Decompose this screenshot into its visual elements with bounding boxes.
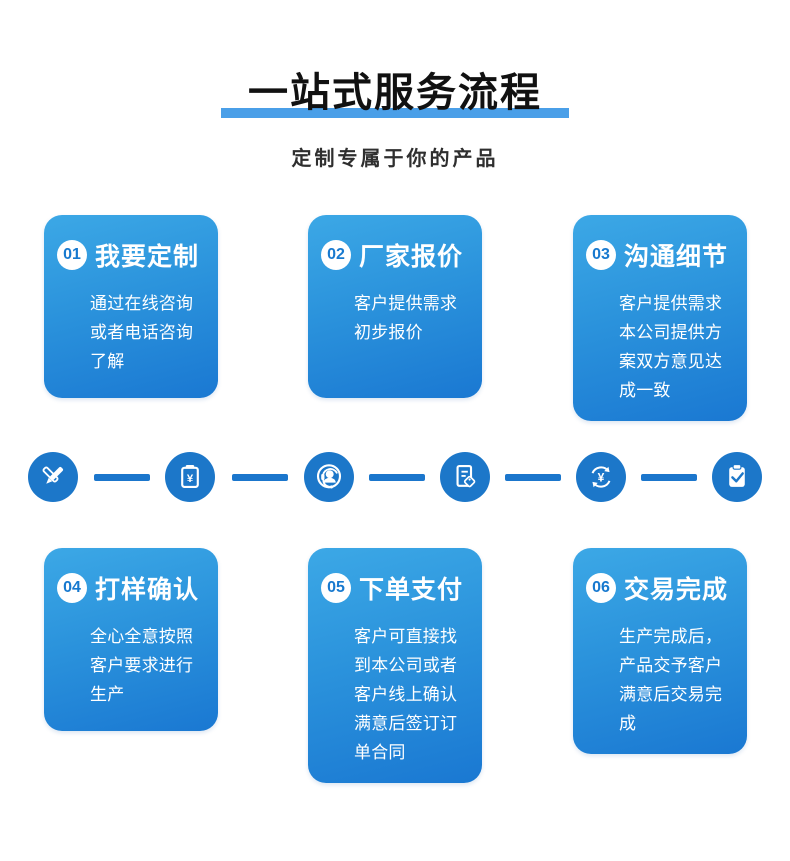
svg-text:¥: ¥ [187,473,194,485]
step-number-badge: 05 [321,573,351,603]
payment-exchange-icon: ¥ [576,452,626,502]
step-card-05: 05 下单支付 客户可直接找到本公司或者客户线上确认满意后签订订单合同 [308,548,482,783]
step-number-badge: 06 [586,573,616,603]
step-card-header: 01 我要定制 [57,237,206,273]
customer-service-icon [304,452,354,502]
step-number-badge: 02 [321,240,351,270]
step-number-badge: 03 [586,240,616,270]
quote-clipboard-icon: ¥ [165,452,215,502]
connector-line [505,474,561,481]
step-card-02: 02 厂家报价 客户提供需求初步报价 [308,215,482,398]
svg-text:¥: ¥ [598,470,605,484]
step-card-06: 06 交易完成 生产完成后，产品交予客户满意后交易完成 [573,548,747,754]
step-description: 全心全意按照客户要求进行生产 [90,627,194,704]
sample-document-icon [440,452,490,502]
step-card-header: 02 厂家报价 [321,237,470,273]
step-description: 通过在线咨询或者电话咨询了解 [90,294,194,371]
step-number-badge: 01 [57,240,87,270]
step-number-badge: 04 [57,573,87,603]
step-title: 交易完成 [624,576,729,604]
header: 一站式服务流程 定制专属于你的产品 [0,0,790,171]
connector-line [94,474,150,481]
step-title: 下单支付 [359,576,464,604]
step-description: 客户提供需求本公司提供方案双方意见达成一致 [619,294,723,400]
complete-clipboard-icon [712,452,762,502]
step-description: 客户提供需求初步报价 [354,294,458,342]
step-card-01: 01 我要定制 通过在线咨询或者电话咨询了解 [44,215,218,398]
connector-line [232,474,288,481]
step-description: 生产完成后，产品交予客户满意后交易完成 [619,627,723,733]
page-subtitle: 定制专属于你的产品 [291,148,499,170]
step-card-header: 03 沟通细节 [586,237,735,273]
step-title: 我要定制 [95,243,200,271]
step-description: 客户可直接找到本公司或者客户线上确认满意后签订订单合同 [354,627,458,762]
design-pen-icon [28,452,78,502]
step-title: 厂家报价 [359,243,464,271]
connector-line [641,474,697,481]
step-title: 打样确认 [95,576,200,604]
step-card-header: 04 打样确认 [57,570,206,606]
step-card-header: 05 下单支付 [321,570,470,606]
page-title: 一站式服务流程 [248,71,542,115]
step-card-04: 04 打样确认 全心全意按照客户要求进行生产 [44,548,218,731]
step-title: 沟通细节 [624,243,729,271]
step-card-header: 06 交易完成 [586,570,735,606]
step-card-03: 03 沟通细节 客户提供需求本公司提供方案双方意见达成一致 [573,215,747,421]
title-underline-bar [221,108,569,118]
connector-line [369,474,425,481]
